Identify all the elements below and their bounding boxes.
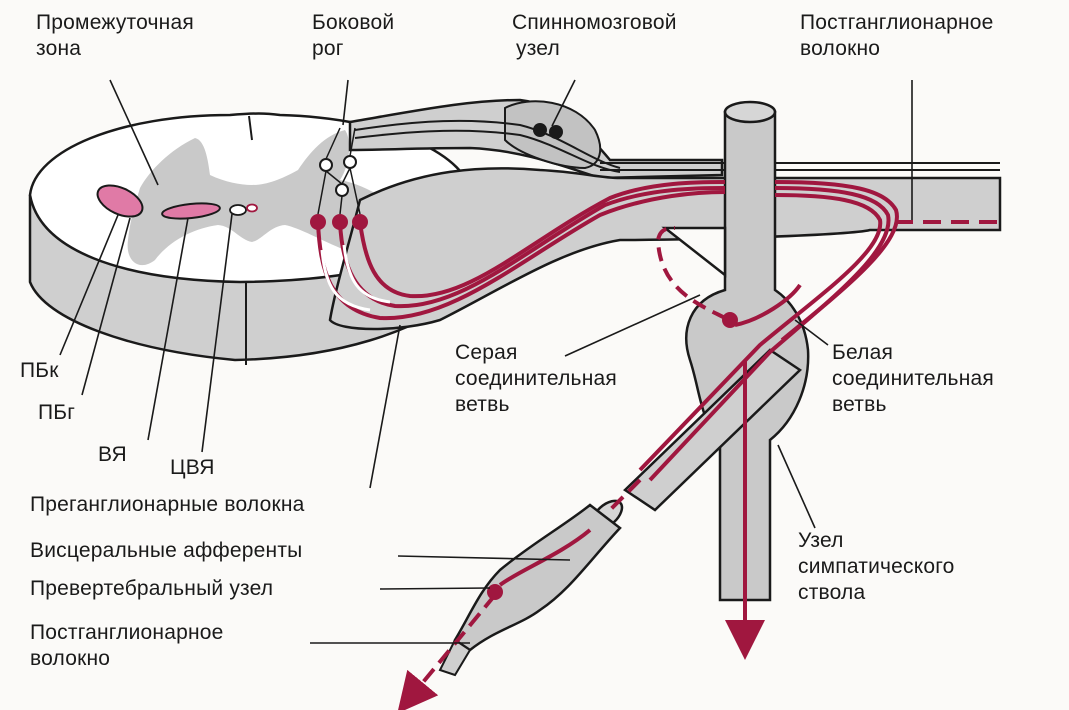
ganglion-cell-2	[549, 125, 563, 139]
label-white-ramus: Белая соединительная ветвь	[832, 340, 994, 418]
label-pbk: ПБк	[20, 358, 59, 384]
label-preganglionic: Преганглионарные волокна	[30, 492, 305, 518]
label-grey-ramus: Серая соединительная ветвь	[455, 340, 617, 418]
label-visceral-afferents: Висцеральные афференты	[30, 538, 302, 564]
label-intermediate-zone: Промежуточная зона	[36, 10, 194, 62]
label-pbg: ПБг	[38, 400, 75, 426]
label-vya: ВЯ	[98, 442, 127, 468]
prevertebral-neuron	[487, 584, 503, 600]
label-lateral-horn: Боковой рог	[312, 10, 394, 62]
ganglion-cell-1	[533, 123, 547, 137]
label-prevertebral: Превертебральный узел	[30, 576, 273, 602]
label-sympathetic-trunk-ganglion: Узел симпатического ствола	[798, 528, 955, 606]
label-cvya: ЦВЯ	[170, 455, 215, 481]
label-postganglionic-bottom: Постганглионарное волокно	[30, 620, 224, 672]
label-postganglionic-top: Постганглионарное волокно	[800, 10, 994, 62]
label-spinal-ganglion: Спинномозговой узел	[512, 10, 677, 62]
trunk-ganglion-neuron	[722, 312, 738, 328]
